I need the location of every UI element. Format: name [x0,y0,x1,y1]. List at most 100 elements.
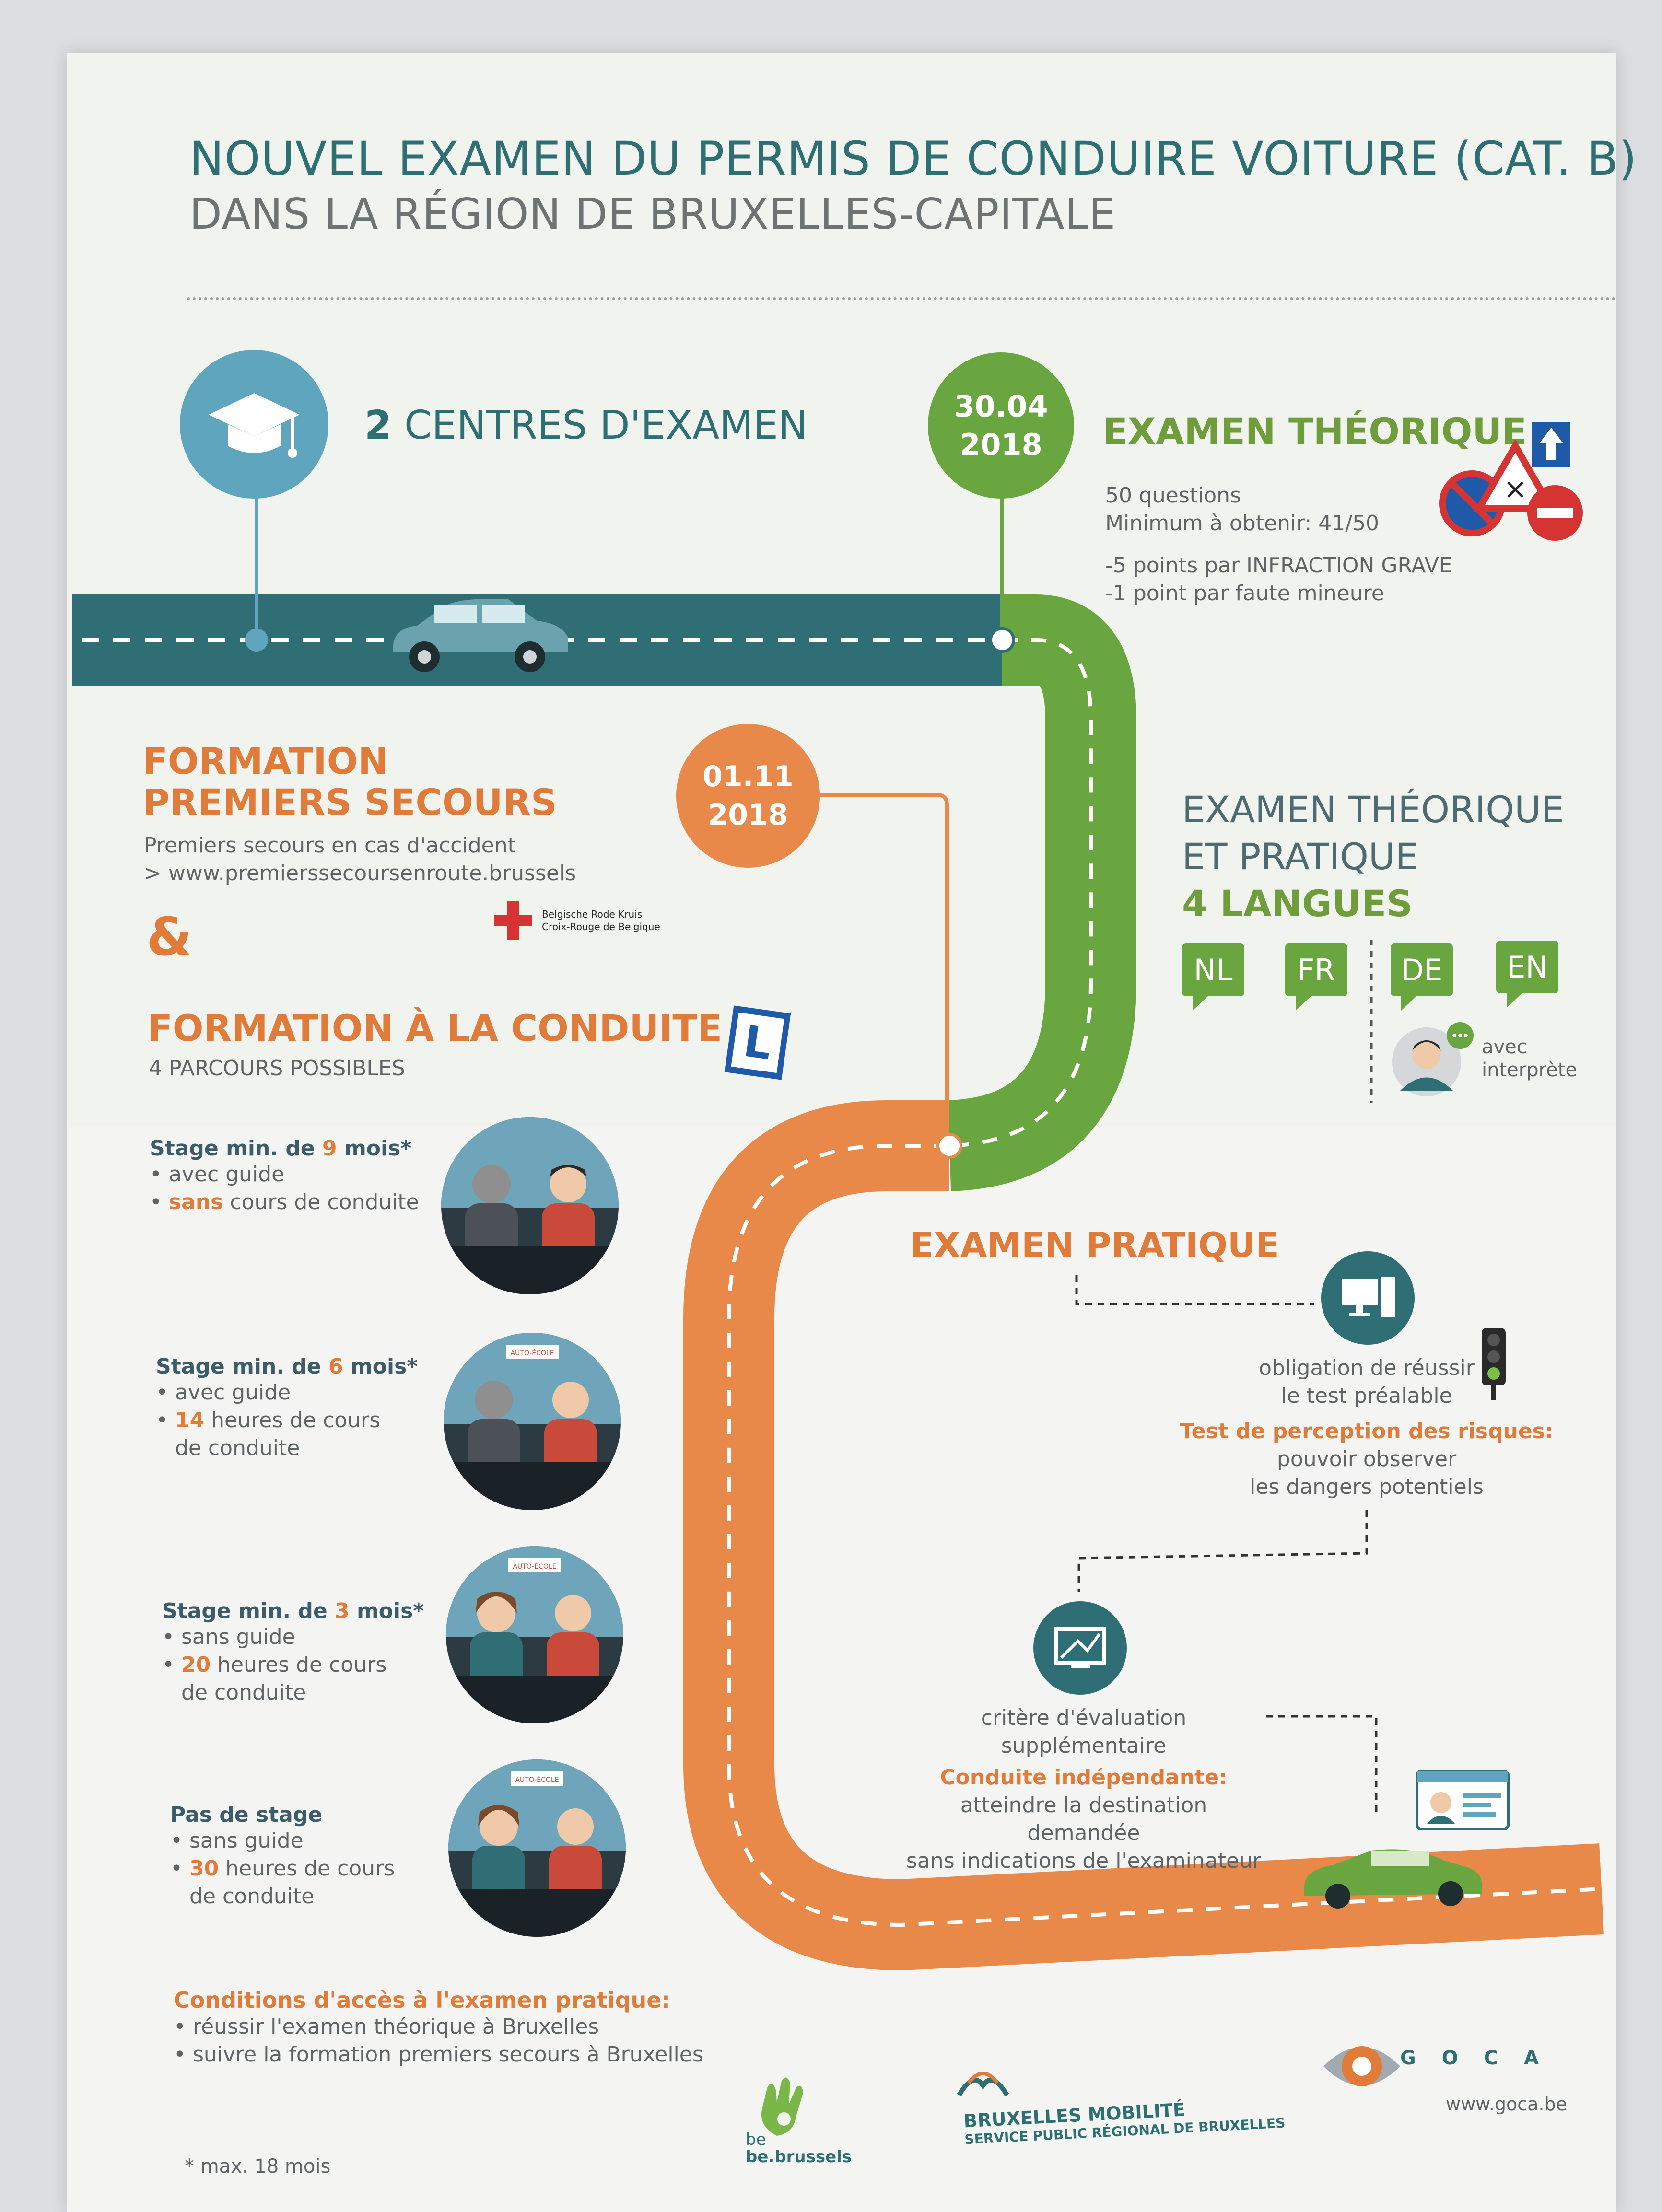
practical-test-line1: obligation de réussir [1259,1356,1475,1380]
indep-line1: atteindre la destination demandée [960,1793,1207,1845]
scene-car-guide-1 [441,1117,619,1294]
l-plate-letter: L [740,1016,775,1070]
conditions-line2: • suivre la formation premiers secours à… [174,2042,703,2067]
theory-date-day: 30.04 [954,388,1048,424]
risk-line1: pouvoir observer [1276,1447,1457,1471]
indep-line2: sans indications de l'examinateur [906,1849,1262,1873]
theory-details: 50 questions Minimum à obtenir: 41/50 -5… [1105,482,1452,607]
scene-car-guide-2: AUTO-ÉCOLE [444,1333,621,1510]
stage-bullet-1: • avec guide [150,1162,285,1187]
header-divider [187,297,1616,300]
be-small: be [746,2130,766,2149]
theory-penalty-grave: -5 points par INFRACTION GRAVE [1105,553,1452,578]
centres-number: 2 [364,403,392,448]
first-aid-date-badge: 01.11 2018 [676,724,820,868]
interpreter-line1: avec [1482,1036,1527,1058]
stage-bullet-3: de conduite [175,1436,300,1460]
stage-none: Pas de stage • sans guide • 30 heures de… [170,1803,395,1910]
red-cross-line2: Croix-Rouge de Belgique [542,921,660,932]
first-aid-link[interactable]: > www.premierssecoursenroute.brussels [144,861,576,885]
stage-bullet-3: de conduite [189,1884,315,1909]
driving-licence-icon [1416,1770,1510,1830]
goca-url[interactable]: www.goca.be [1446,2094,1567,2115]
practical-criteria: critère d'évaluation supplémentaire Cond… [901,1704,1266,1875]
red-cross-icon [494,901,532,940]
first-aid-details: Premiers secours en cas d'accident > www… [144,832,576,887]
centres-text: CENTRES D'EXAMEN [404,403,808,448]
languages-line3: 4 LANGUES [1182,882,1413,925]
criteria-text: critère d'évaluation supplémentaire [981,1706,1187,1758]
stage-bullet-1: • sans guide [170,1828,304,1853]
be-brussels-hand-icon [761,2077,803,2136]
stage-bullet-3: de conduite [181,1680,306,1705]
stage-bullet-2: • 20 heures de cours [162,1653,387,1677]
be-brand: be.brussels [746,2147,852,2166]
languages-line1: EXAMEN THÉORIQUE [1182,788,1564,831]
interpreter-text: avec interprète [1482,1036,1577,1082]
footnote: * max. 18 mois [185,2155,331,2177]
stage-bullet-1: • avec guide [156,1380,291,1405]
first-aid-desc: Premiers secours en cas d'accident [144,833,516,858]
languages-block: EXAMEN THÉORIQUE ET PRATIQUE 4 LANGUES [1182,786,1564,927]
interpreter-icon [1392,1022,1474,1096]
stage-title: Stage min. de 3 mois* [162,1599,424,1623]
first-aid-title-line1: FORMATION [143,740,388,782]
theory-date-badge: 30.04 2018 [928,352,1074,499]
theory-minimum: Minimum à obtenir: 41/50 [1105,511,1380,536]
bruxelles-mobilite-icon [957,2072,1009,2096]
teal-car-icon [393,599,568,672]
stage-3-months: Stage min. de 3 mois* • sans guide • 20 … [162,1599,424,1707]
lang-de-badge: DE [1391,943,1453,1011]
gps-map-icon [1033,1601,1127,1695]
svg-text:AUTO-ÉCOLE: AUTO-ÉCOLE [513,1562,556,1571]
first-aid-date-year: 2018 [708,798,788,832]
svg-text:AUTO-ÉCOLE: AUTO-ÉCOLE [510,1349,554,1357]
stage-title: Pas de stage [170,1803,323,1827]
languages-line2: ET PRATIQUE [1182,835,1418,878]
page-subtitle: DANS LA RÉGION DE BRUXELLES-CAPITALE [189,189,1116,239]
stage-6-months: Stage min. de 6 mois* • avec guide • 14 … [156,1354,418,1462]
conditions-line1: • réussir l'examen théorique à Bruxelles [174,2014,599,2039]
stage-title: Stage min. de 6 mois* [156,1354,418,1379]
risk-title: Test de perception des risques: [1180,1419,1554,1444]
theory-date-year: 2018 [960,427,1042,462]
risk-line2: les dangers potentiels [1250,1475,1484,1499]
practical-title: EXAMEN PRATIQUE [910,1225,1279,1265]
scene-car-instructor-2: AUTO-ÉCOLE [448,1759,626,1937]
theory-title: EXAMEN THÉORIQUE [1103,410,1527,453]
page-title: NOUVEL EXAMEN DU PERMIS DE CONDUIRE VOIT… [189,132,1638,186]
goca-logo: G O C A [1400,2047,1548,2069]
conditions-block: Conditions d'accès à l'examen pratique: … [174,1987,703,2069]
lang-fr-badge: FR [1285,943,1347,1011]
theory-questions: 50 questions [1105,483,1241,508]
stage-bullet-1: • sans guide [162,1625,295,1649]
first-aid-date-day: 01.11 [702,760,794,793]
svg-text:×: × [1503,472,1527,506]
traffic-light-icon [1482,1328,1506,1400]
green-road [947,594,1136,1191]
red-cross-logo: Belgische Rode Kruis Croix-Rouge de Belg… [494,901,660,940]
stage-9-months: Stage min. de 9 mois* • avec guide • san… [150,1136,419,1216]
stage-title: Stage min. de 9 mois* [150,1136,412,1161]
scene-car-instructor-1: AUTO-ÉCOLE [446,1546,623,1723]
road-signs-icon: × [1439,422,1583,541]
l-plate-icon: L [724,1005,791,1080]
goca-eye-icon [1323,2046,1400,2086]
indep-title: Conduite indépendante: [940,1765,1228,1790]
green-car-icon [1304,1849,1482,1909]
svg-text:AUTO-ÉCOLE: AUTO-ÉCOLE [515,1776,559,1784]
stage-bullet-2: • sans cours de conduite [150,1190,419,1214]
red-cross-line1: Belgische Rode Kruis [542,908,643,920]
practical-test: obligation de réussir le test préalable … [1175,1354,1558,1501]
stage-bullet-2: • 30 heures de cours [170,1856,395,1881]
centres-label: 2 CENTRES D'EXAMEN [364,403,808,448]
practical-test-line2: le test préalable [1281,1384,1452,1408]
first-aid-title-line2: PREMIERS SECOURS [143,781,557,824]
ampersand: & [146,906,192,967]
driving-subtitle: 4 PARCOURS POSSIBLES [149,1056,405,1081]
stage-bullet-2: • 14 heures de cours [156,1408,381,1432]
first-aid-title: FORMATION PREMIERS SECOURS [143,741,557,823]
conditions-title: Conditions d'accès à l'examen pratique: [174,1987,670,2013]
computer-icon [1321,1251,1415,1345]
